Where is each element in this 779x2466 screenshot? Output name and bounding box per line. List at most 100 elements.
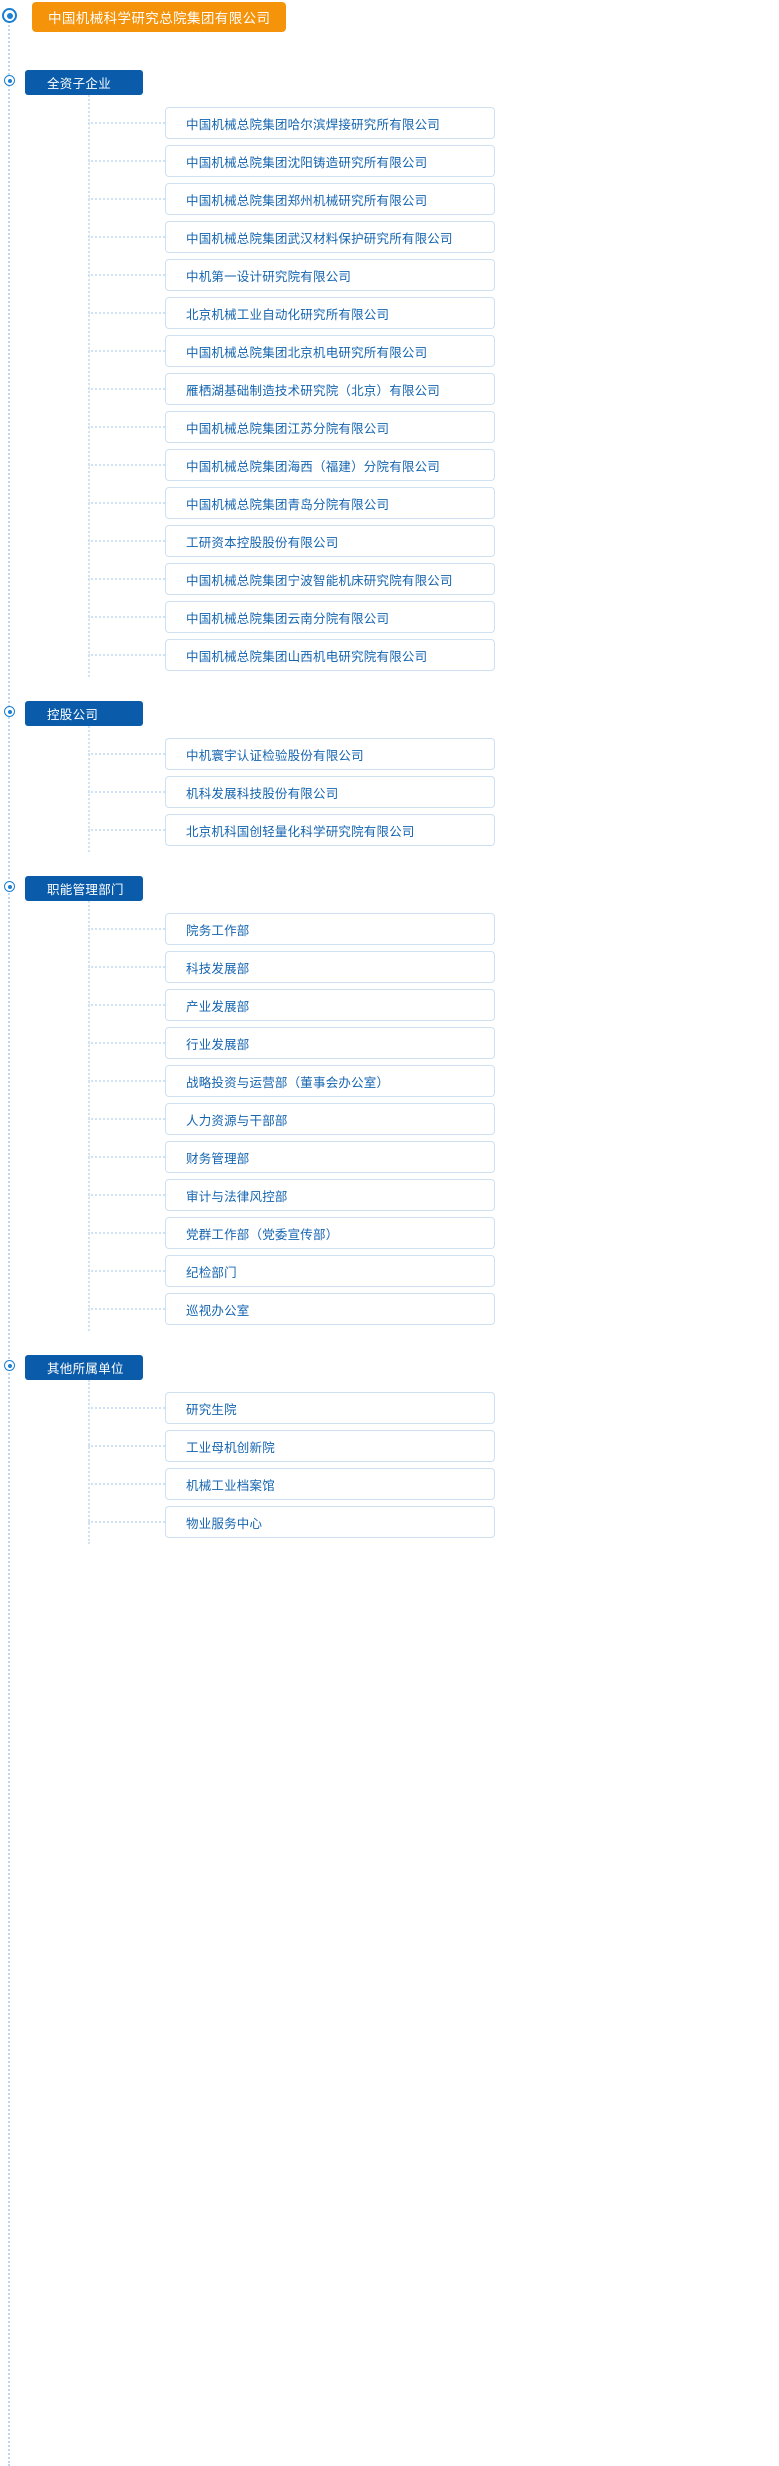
main-vertical-rail [8,18,10,2466]
list-item: 巡视办公室 [0,1293,779,1325]
list-item: 中国机械总院集团青岛分院有限公司 [0,487,779,519]
org-unit-审计与法律风控部[interactable]: 审计与法律风控部 [165,1179,495,1211]
item-connector-line [88,1042,165,1044]
list-item: 北京机械工业自动化研究所有限公司 [0,297,779,329]
list-item: 行业发展部 [0,1027,779,1059]
section-header-其他所属单位[interactable]: 其他所属单位 [25,1355,143,1380]
org-unit-中国机械总院集团武汉材料保护研究所有限公司[interactable]: 中国机械总院集团武汉材料保护研究所有限公司 [165,221,495,253]
item-connector-line [88,1270,165,1272]
org-unit-北京机科国创轻量化科学研究院有限公司[interactable]: 北京机科国创轻量化科学研究院有限公司 [165,814,495,846]
list-item: 中机第一设计研究院有限公司 [0,259,779,291]
org-unit-纪检部门[interactable]: 纪检部门 [165,1255,495,1287]
org-unit-机械工业档案馆[interactable]: 机械工业档案馆 [165,1468,495,1500]
list-item: 中机寰宇认证检验股份有限公司 [0,738,779,770]
list-item: 雁栖湖基础制造技术研究院（北京）有限公司 [0,373,779,405]
org-unit-产业发展部[interactable]: 产业发展部 [165,989,495,1021]
branch-vertical-rail [88,901,90,1331]
list-item: 中国机械总院集团哈尔滨焊接研究所有限公司 [0,107,779,139]
branch-vertical-rail [88,726,90,852]
item-connector-line [88,753,165,755]
radio-target-icon [4,1360,15,1371]
item-connector-line [88,654,165,656]
item-connector-line [88,122,165,124]
item-connector-line [88,274,165,276]
section-header-row: 职能管理部门 [0,876,779,901]
org-unit-中国机械总院集团北京机电研究所有限公司[interactable]: 中国机械总院集团北京机电研究所有限公司 [165,335,495,367]
item-connector-line [88,388,165,390]
list-item: 中国机械总院集团北京机电研究所有限公司 [0,335,779,367]
sections-container: 全资子企业中国机械总院集团哈尔滨焊接研究所有限公司中国机械总院集团沈阳铸造研究所… [0,70,779,1544]
list-item: 工业母机创新院 [0,1430,779,1462]
list-item: 中国机械总院集团海西（福建）分院有限公司 [0,449,779,481]
org-unit-中国机械总院集团云南分院有限公司[interactable]: 中国机械总院集团云南分院有限公司 [165,601,495,633]
section-header-控股公司[interactable]: 控股公司 [25,701,143,726]
item-connector-line [88,198,165,200]
org-unit-科技发展部[interactable]: 科技发展部 [165,951,495,983]
org-unit-工研资本控股股份有限公司[interactable]: 工研资本控股股份有限公司 [165,525,495,557]
section-items: 中国机械总院集团哈尔滨焊接研究所有限公司中国机械总院集团沈阳铸造研究所有限公司中… [0,95,779,677]
org-unit-行业发展部[interactable]: 行业发展部 [165,1027,495,1059]
list-item: 中国机械总院集团郑州机械研究所有限公司 [0,183,779,215]
org-unit-雁栖湖基础制造技术研究院（北京）有限公司[interactable]: 雁栖湖基础制造技术研究院（北京）有限公司 [165,373,495,405]
item-connector-line [88,1194,165,1196]
list-item: 科技发展部 [0,951,779,983]
org-unit-院务工作部[interactable]: 院务工作部 [165,913,495,945]
org-unit-物业服务中心[interactable]: 物业服务中心 [165,1506,495,1538]
item-connector-line [88,616,165,618]
org-unit-中国机械总院集团山西机电研究院有限公司[interactable]: 中国机械总院集团山西机电研究院有限公司 [165,639,495,671]
item-connector-line [88,426,165,428]
item-connector-line [88,1118,165,1120]
item-connector-line [88,1445,165,1447]
list-item: 研究生院 [0,1392,779,1424]
list-item: 财务管理部 [0,1141,779,1173]
section-header-row: 其他所属单位 [0,1355,779,1380]
item-connector-line [88,236,165,238]
org-unit-中国机械总院集团沈阳铸造研究所有限公司[interactable]: 中国机械总院集团沈阳铸造研究所有限公司 [165,145,495,177]
list-item: 工研资本控股股份有限公司 [0,525,779,557]
item-connector-line [88,1483,165,1485]
list-item: 战略投资与运营部（董事会办公室） [0,1065,779,1097]
list-item: 纪检部门 [0,1255,779,1287]
org-unit-中国机械总院集团宁波智能机床研究院有限公司[interactable]: 中国机械总院集团宁波智能机床研究院有限公司 [165,563,495,595]
item-connector-line [88,1232,165,1234]
org-unit-财务管理部[interactable]: 财务管理部 [165,1141,495,1173]
list-item: 机械工业档案馆 [0,1468,779,1500]
item-connector-line [88,578,165,580]
org-unit-中国机械总院集团海西（福建）分院有限公司[interactable]: 中国机械总院集团海西（福建）分院有限公司 [165,449,495,481]
list-item: 审计与法律风控部 [0,1179,779,1211]
list-item: 物业服务中心 [0,1506,779,1538]
org-unit-中机第一设计研究院有限公司[interactable]: 中机第一设计研究院有限公司 [165,259,495,291]
item-connector-line [88,791,165,793]
branch-vertical-rail [88,1380,90,1544]
section-items: 研究生院工业母机创新院机械工业档案馆物业服务中心 [0,1380,779,1544]
org-unit-中国机械总院集团郑州机械研究所有限公司[interactable]: 中国机械总院集团郑州机械研究所有限公司 [165,183,495,215]
org-section: 其他所属单位研究生院工业母机创新院机械工业档案馆物业服务中心 [0,1355,779,1544]
item-connector-line [88,1156,165,1158]
branch-vertical-rail [88,95,90,677]
org-unit-中国机械总院集团江苏分院有限公司[interactable]: 中国机械总院集团江苏分院有限公司 [165,411,495,443]
section-header-全资子企业[interactable]: 全资子企业 [25,70,143,95]
org-unit-中国机械总院集团哈尔滨焊接研究所有限公司[interactable]: 中国机械总院集团哈尔滨焊接研究所有限公司 [165,107,495,139]
org-unit-党群工作部（党委宣传部）[interactable]: 党群工作部（党委宣传部） [165,1217,495,1249]
org-unit-人力资源与干部部[interactable]: 人力资源与干部部 [165,1103,495,1135]
org-unit-战略投资与运营部（董事会办公室）[interactable]: 战略投资与运营部（董事会办公室） [165,1065,495,1097]
list-item: 中国机械总院集团武汉材料保护研究所有限公司 [0,221,779,253]
root-node[interactable]: 中国机械科学研究总院集团有限公司 [32,2,287,32]
org-unit-工业母机创新院[interactable]: 工业母机创新院 [165,1430,495,1462]
section-header-职能管理部门[interactable]: 职能管理部门 [25,876,143,901]
item-connector-line [88,464,165,466]
org-section: 控股公司中机寰宇认证检验股份有限公司机科发展科技股份有限公司北京机科国创轻量化科… [0,701,779,852]
org-unit-中国机械总院集团青岛分院有限公司[interactable]: 中国机械总院集团青岛分院有限公司 [165,487,495,519]
item-connector-line [88,829,165,831]
item-connector-line [88,312,165,314]
org-unit-研究生院[interactable]: 研究生院 [165,1392,495,1424]
section-header-row: 全资子企业 [0,70,779,95]
org-unit-中机寰宇认证检验股份有限公司[interactable]: 中机寰宇认证检验股份有限公司 [165,738,495,770]
item-connector-line [88,966,165,968]
list-item: 中国机械总院集团沈阳铸造研究所有限公司 [0,145,779,177]
org-unit-机科发展科技股份有限公司[interactable]: 机科发展科技股份有限公司 [165,776,495,808]
org-unit-巡视办公室[interactable]: 巡视办公室 [165,1293,495,1325]
list-item: 中国机械总院集团云南分院有限公司 [0,601,779,633]
org-unit-北京机械工业自动化研究所有限公司[interactable]: 北京机械工业自动化研究所有限公司 [165,297,495,329]
